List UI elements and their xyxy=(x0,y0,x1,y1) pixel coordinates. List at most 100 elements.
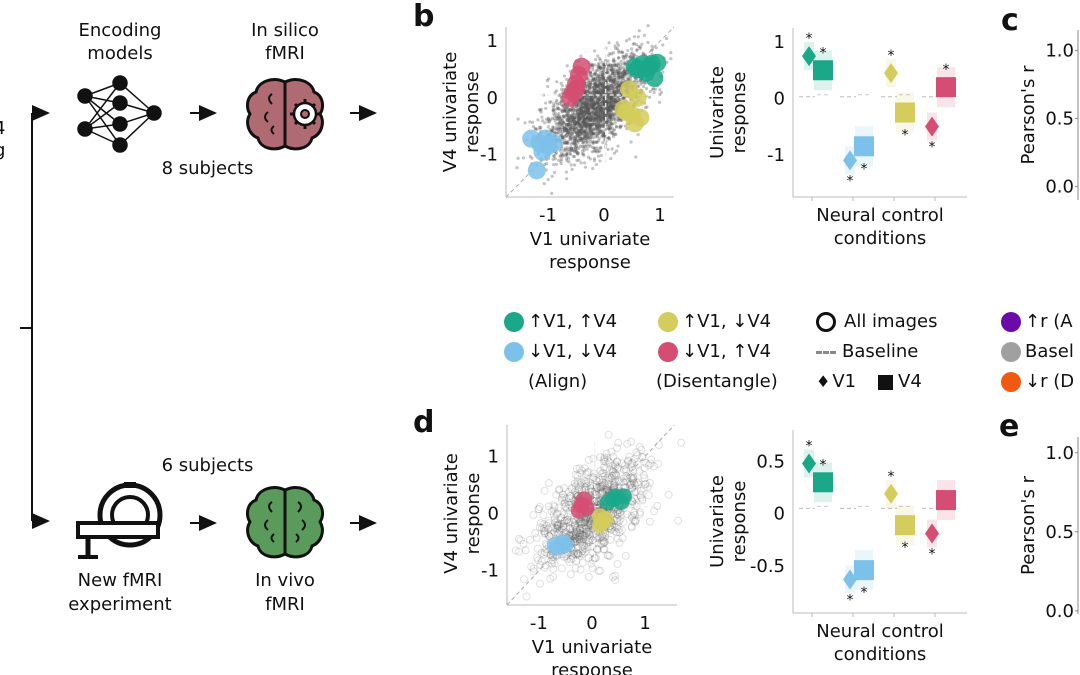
image-point xyxy=(602,131,606,136)
image-point xyxy=(592,92,596,96)
image-point xyxy=(561,108,565,112)
image-point xyxy=(546,84,550,89)
image-point xyxy=(605,79,609,83)
y-tick-label: 1 xyxy=(487,31,498,52)
image-point xyxy=(593,82,598,86)
image-point xyxy=(546,77,551,81)
image-point xyxy=(552,170,557,175)
image-point xyxy=(615,71,619,75)
image-point xyxy=(558,115,562,119)
image-point xyxy=(566,110,571,114)
y-tick-label: 1.0 xyxy=(1045,40,1074,61)
image-point xyxy=(617,76,621,80)
image-point xyxy=(585,105,589,110)
image-point xyxy=(567,108,572,112)
image-point xyxy=(612,116,616,120)
image-point xyxy=(589,114,593,118)
image-point xyxy=(616,70,620,74)
image-point xyxy=(575,131,579,136)
y-tick-label: 0 xyxy=(774,88,785,109)
image-point xyxy=(607,447,616,456)
image-point xyxy=(612,89,616,94)
image-point xyxy=(590,120,595,124)
image-point xyxy=(568,138,572,142)
image-point xyxy=(572,122,577,126)
image-point xyxy=(558,490,567,499)
image-point xyxy=(613,510,622,519)
image-point xyxy=(579,106,583,111)
image-point xyxy=(558,116,562,121)
legend-item-align: (Align) xyxy=(528,367,587,397)
image-point xyxy=(576,134,580,138)
image-point xyxy=(586,83,591,87)
image-point xyxy=(614,125,619,129)
image-point xyxy=(596,139,601,143)
image-point xyxy=(595,97,599,101)
image-point xyxy=(523,121,527,125)
image-point xyxy=(617,71,621,76)
image-point xyxy=(637,45,641,49)
image-point xyxy=(608,100,612,104)
image-point xyxy=(658,93,662,97)
image-point xyxy=(578,124,582,128)
image-point xyxy=(575,138,579,142)
image-point xyxy=(627,473,636,482)
image-point xyxy=(598,108,602,112)
image-point xyxy=(575,147,579,151)
image-point xyxy=(594,150,598,154)
image-point xyxy=(575,518,584,527)
image-point xyxy=(580,517,589,526)
image-point xyxy=(572,150,577,154)
image-point xyxy=(604,71,608,75)
image-point xyxy=(594,113,598,117)
image-point xyxy=(576,481,585,490)
image-point xyxy=(588,126,592,131)
image-point xyxy=(594,84,598,88)
image-point xyxy=(587,101,591,105)
image-point xyxy=(572,163,577,167)
image-point xyxy=(544,519,553,528)
image-point xyxy=(596,154,601,158)
image-point xyxy=(609,103,613,107)
image-point xyxy=(593,95,597,99)
image-point xyxy=(560,109,564,114)
image-point xyxy=(566,123,570,127)
image-point xyxy=(591,65,595,69)
image-point xyxy=(573,535,582,544)
image-point xyxy=(572,128,576,132)
image-point xyxy=(578,540,587,549)
image-point xyxy=(598,105,602,110)
y-tick-label: 1 xyxy=(774,32,785,53)
v4-square-marker xyxy=(854,136,874,157)
image-point xyxy=(595,140,599,144)
image-point xyxy=(610,105,614,109)
image-point xyxy=(638,45,643,49)
image-point xyxy=(576,120,580,124)
image-point xyxy=(588,99,593,103)
image-point xyxy=(582,130,587,134)
image-point xyxy=(604,107,608,112)
image-point xyxy=(592,149,596,153)
image-point xyxy=(597,109,601,114)
image-point xyxy=(579,110,583,114)
image-point xyxy=(645,478,654,487)
image-point xyxy=(669,51,673,55)
image-point xyxy=(540,520,549,529)
image-point xyxy=(598,146,603,150)
image-point xyxy=(584,81,588,86)
image-point xyxy=(586,108,591,112)
image-point xyxy=(582,146,586,150)
image-point xyxy=(570,114,574,118)
image-point xyxy=(583,109,587,113)
image-point xyxy=(652,90,656,95)
image-point xyxy=(611,132,615,136)
image-point xyxy=(564,118,569,122)
image-point xyxy=(635,81,640,85)
image-point xyxy=(619,62,623,67)
image-point xyxy=(620,50,624,54)
image-point xyxy=(566,124,570,128)
image-point xyxy=(577,118,581,122)
image-point xyxy=(611,71,615,75)
v1-diamond-marker xyxy=(802,46,816,67)
